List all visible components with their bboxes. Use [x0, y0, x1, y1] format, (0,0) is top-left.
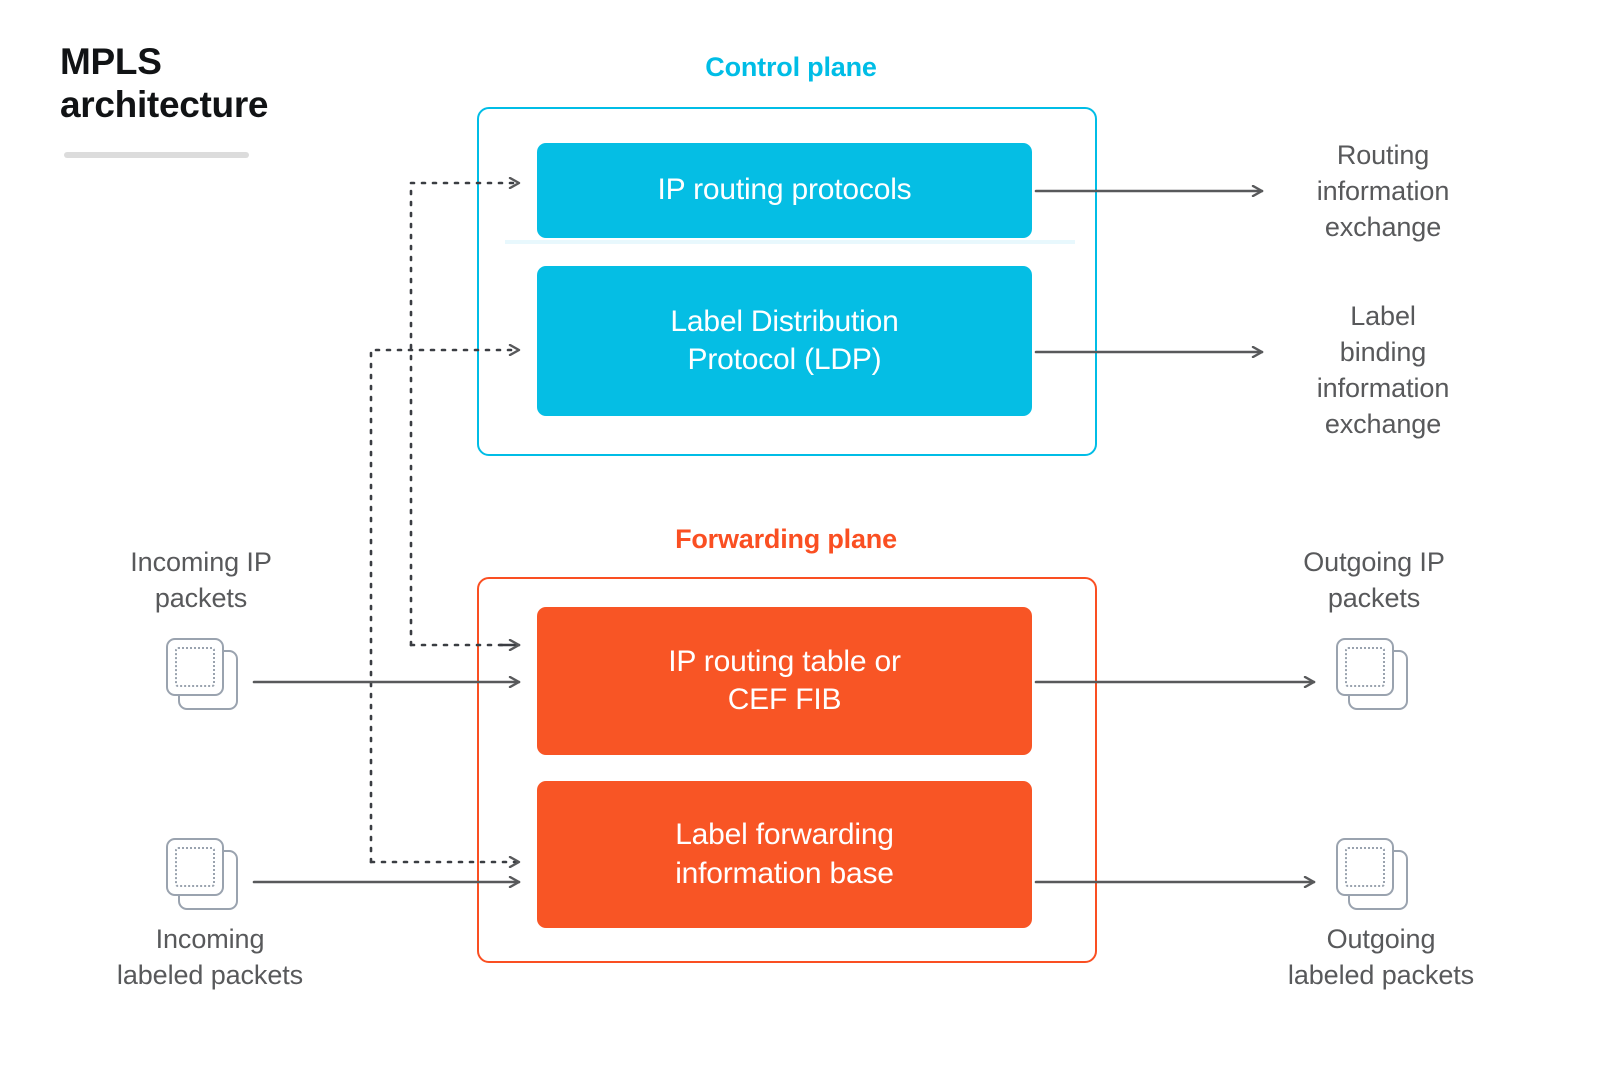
- control-plane-caption: Control plane: [705, 52, 877, 82]
- packet-dotted-inner: [1345, 847, 1385, 887]
- node-ip-routing-protocols[interactable]: IP routing protocols: [537, 143, 1032, 238]
- packet-dotted-inner: [175, 847, 215, 887]
- title-underline-rule: [64, 152, 249, 158]
- title-line-1: MPLS: [60, 41, 162, 82]
- control-plane-divider: [505, 240, 1075, 244]
- packet-dotted-inner: [175, 647, 215, 687]
- packet-front-sheet: [166, 838, 224, 896]
- title-line-2: architecture: [60, 84, 269, 126]
- packet-dotted-inner: [1345, 647, 1385, 687]
- page-title: MPLS architecture: [60, 40, 440, 127]
- packet-stack-icon: [1336, 838, 1408, 910]
- packet-front-sheet: [1336, 838, 1394, 896]
- packet-stack-icon: [166, 838, 238, 910]
- packet-stack-icon: [1336, 638, 1408, 710]
- forwarding-plane-caption: Forwarding plane: [675, 524, 897, 554]
- packet-front-sheet: [166, 638, 224, 696]
- packet-stack-icon: [166, 638, 238, 710]
- packet-front-sheet: [1336, 638, 1394, 696]
